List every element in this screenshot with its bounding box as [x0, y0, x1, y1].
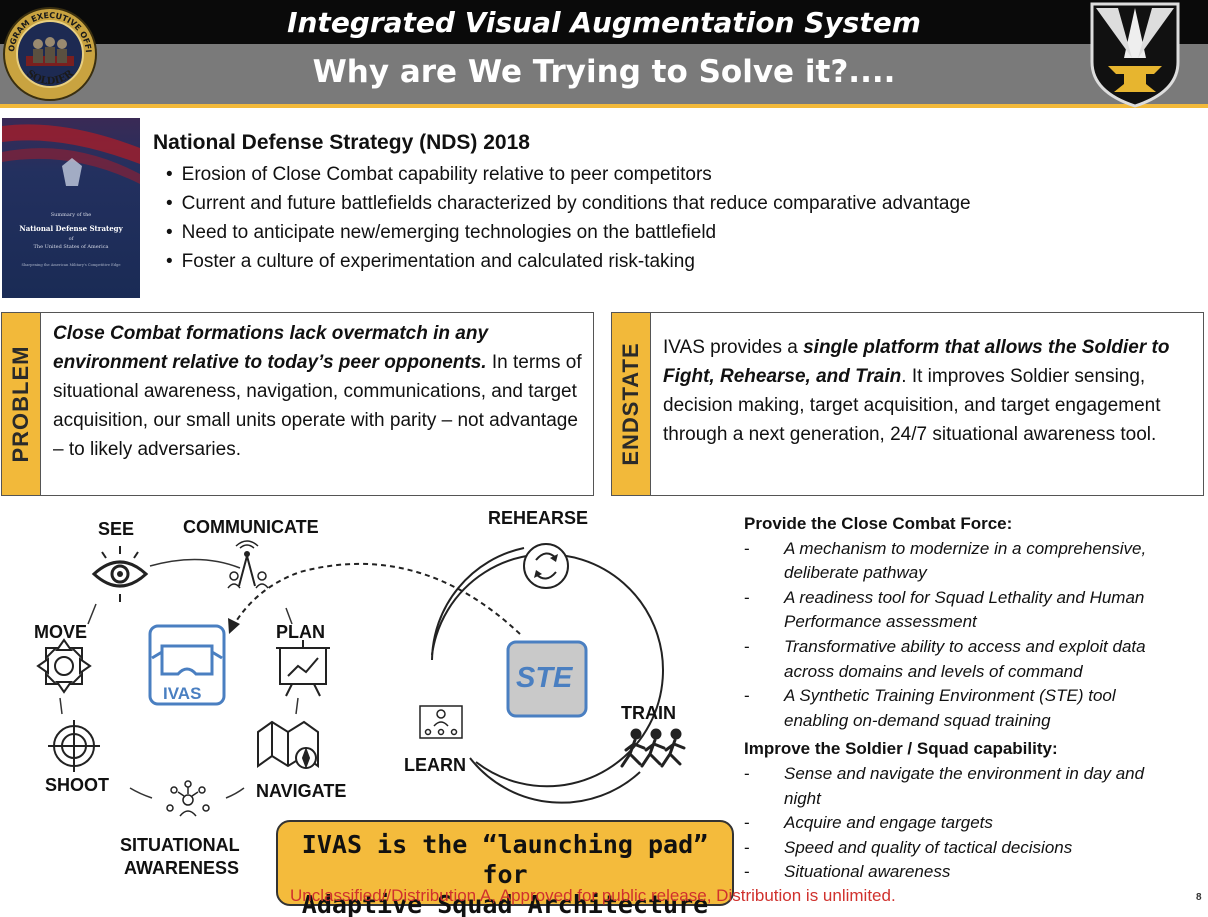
- rehearse-cycle-icon: [523, 543, 569, 589]
- header-top-bar: [0, 0, 1208, 44]
- launch-pad-callout: IVAS is the “launching pad” for Adaptive…: [276, 820, 734, 917]
- ste-to-ivas-arrow: [231, 562, 521, 635]
- label-learn: LEARN: [404, 755, 466, 775]
- improve-item-line: Acquire and engage targets: [784, 813, 993, 833]
- endstate-tab: ENDSTATE: [611, 312, 651, 496]
- ste-cycle-arc: [431, 547, 525, 661]
- provide-item-line: A readiness tool for Squad Lethality and…: [784, 587, 1145, 607]
- book-text-5: Sharpening the American Military's Compe…: [22, 263, 121, 267]
- endstate-emphasis: single platform that allows the Soldier …: [663, 337, 1170, 387]
- label-train: TRAIN: [621, 703, 676, 723]
- page-number: 8: [1196, 892, 1202, 903]
- provide-item: A mechanism to modernize in a comprehens…: [744, 537, 1204, 586]
- provide-item: Transformative ability to access and exp…: [744, 635, 1204, 684]
- problem-statement-box: Close Combat formations lack overmatch i…: [40, 312, 594, 496]
- classification-footer: Unclassified//Distribution A, Approved f…: [290, 886, 896, 905]
- book-text-3: of: [69, 236, 75, 242]
- improve-item-line: Situational awareness: [784, 862, 951, 882]
- provide-item: A Synthetic Training Environment (STE) t…: [744, 684, 1204, 733]
- capability-cycle-diagram: [36, 540, 686, 817]
- connector-arc: [285, 607, 293, 625]
- connector-arc: [295, 697, 299, 715]
- slide-subtitle: Why are We Trying to Solve it?....: [312, 54, 896, 90]
- label-shoot: SHOOT: [45, 775, 110, 795]
- label-ivas: IVAS: [163, 684, 202, 703]
- endstate-text-after: . It improves Soldier sensing, decision …: [663, 366, 1161, 445]
- ivas-goggles-icon: [148, 624, 226, 706]
- nds-bullet: Erosion of Close Combat capability relat…: [166, 160, 971, 189]
- ste-box: [506, 640, 588, 718]
- label-situational: SITUATIONAL: [120, 835, 240, 855]
- label-plan: PLAN: [276, 622, 325, 642]
- label-see: SEE: [98, 519, 135, 539]
- nds-bullet: Current and future battlefields characte…: [166, 189, 971, 218]
- connector-arc: [225, 787, 245, 799]
- connector-arc: [87, 603, 97, 625]
- benefits-column: Provide the Close Combat Force: A mechan…: [744, 512, 1204, 885]
- provide-item-line: deliberate pathway: [784, 563, 927, 583]
- nds-title: National Defense Strategy (NDS) 2018: [153, 131, 530, 154]
- book-text-4: The United States of America: [34, 244, 109, 250]
- label-rehearse: REHEARSE: [488, 508, 589, 528]
- improve-heading: Improve the Soldier / Squad capability:: [744, 739, 1058, 759]
- book-text-1: Summary of the: [51, 212, 92, 218]
- label-awareness: AWARENESS: [124, 858, 240, 878]
- label-move: MOVE: [34, 622, 88, 642]
- provide-item-line: across domains and levels of command: [784, 661, 1083, 681]
- map-compass-icon: [257, 720, 319, 769]
- endstate-tab-label: ENDSTATE: [618, 342, 643, 466]
- provide-item: A readiness tool for Squad Lethality and…: [744, 586, 1204, 635]
- provide-item-line: enabling on-demand squad training: [784, 710, 1051, 730]
- improve-item: Acquire and engage targets: [744, 811, 1204, 836]
- endstate-statement-box: IVAS provides a single platform that all…: [650, 312, 1204, 496]
- improve-item: Sense and navigate the environment in da…: [744, 762, 1204, 811]
- provide-item-line: Transformative ability to access and exp…: [784, 636, 1146, 656]
- provide-item-line: A mechanism to modernize in a comprehens…: [784, 538, 1147, 558]
- connector-arc: [129, 787, 153, 799]
- provide-heading: Provide the Close Combat Force:: [744, 514, 1013, 533]
- train-soldiers-icon: [620, 728, 686, 768]
- army-futures-shield-logo: [1090, 2, 1180, 108]
- eye-icon: [91, 546, 149, 602]
- label-communicate: COMMUNICATE: [183, 517, 319, 537]
- move-arrows-icon: [36, 638, 92, 694]
- problem-tab: PROBLEM: [1, 312, 41, 496]
- provide-item-line: Performance assessment: [784, 612, 977, 632]
- nds-bullet: Foster a culture of experimentation and …: [166, 247, 971, 276]
- problem-text: In terms of situational awareness, navig…: [53, 352, 582, 460]
- problem-tab-label: PROBLEM: [8, 345, 33, 463]
- learn-instructor-icon: [419, 705, 463, 739]
- label-ste: STE: [516, 662, 573, 694]
- header-accent-line: [0, 104, 1208, 108]
- peo-soldier-seal-logo: PROGRAM EXECUTIVE OFFICE SOLDIER: [2, 2, 97, 101]
- ste-cycle-arc: [469, 757, 641, 804]
- header-subtitle-bar: [0, 44, 1208, 106]
- nds-bullet-list: Erosion of Close Combat capability relat…: [166, 160, 971, 276]
- launch-pad-line-2: Adaptive Squad Architecture: [301, 890, 709, 917]
- nds-bullet: Need to anticipate new/emerging technolo…: [166, 218, 971, 247]
- improve-item-line: Sense and navigate the environment in da…: [784, 763, 1145, 783]
- crosshair-icon: [48, 720, 100, 772]
- improve-item-line: night: [784, 788, 821, 808]
- launch-pad-line-1: IVAS is the “launching pad” for: [301, 830, 709, 889]
- network-people-icon: [166, 780, 210, 817]
- provide-item-line: A Synthetic Training Environment (STE) t…: [784, 686, 1116, 706]
- connector-arc: [59, 697, 63, 715]
- improve-item-line: Speed and quality of tactical decisions: [784, 837, 1073, 857]
- nds-book-cover-image: Summary of the National Defense Strategy…: [2, 118, 140, 298]
- endstate-text-before: IVAS provides a: [663, 337, 804, 358]
- arrowhead: [228, 618, 240, 634]
- improve-item: Situational awareness: [744, 860, 1204, 885]
- plan-board-icon: [276, 640, 330, 697]
- improve-item: Speed and quality of tactical decisions: [744, 836, 1204, 861]
- problem-emphasis: Close Combat formations lack overmatch i…: [53, 323, 489, 373]
- slide-title: Integrated Visual Augmentation System: [287, 6, 921, 39]
- radio-tower-icon: [227, 540, 269, 589]
- connector-arc: [149, 558, 241, 569]
- book-text-2: National Defense Strategy: [19, 224, 123, 233]
- ste-cycle-circle: [431, 553, 664, 788]
- label-navigate: NAVIGATE: [256, 781, 347, 801]
